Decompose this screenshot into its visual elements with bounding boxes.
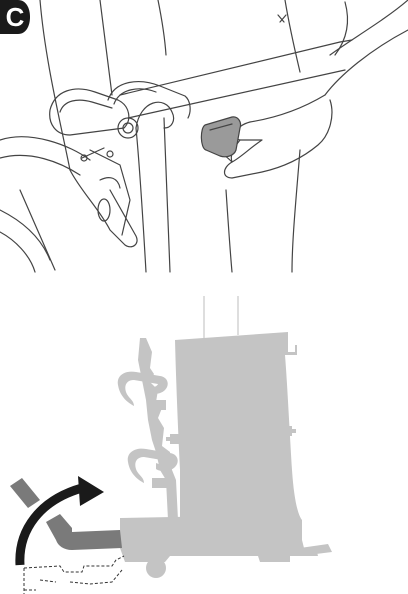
push-handles: [204, 296, 238, 340]
caster-wheel: [146, 558, 166, 578]
top-illustration: [0, 0, 408, 272]
backrest-silhouette: [175, 332, 302, 540]
vertical-tube: [136, 128, 146, 272]
pedal-previous-position: [24, 556, 124, 594]
pedal-lever: [10, 478, 40, 508]
folding-mechanism: [70, 170, 137, 247]
hand: [225, 95, 332, 178]
bottom-illustration: [10, 296, 332, 594]
step-badge: C: [0, 0, 30, 34]
leg-outline: [40, 0, 70, 170]
frame-tube: [120, 42, 340, 95]
arm-sleeve: [325, 30, 408, 95]
knob-right: [284, 426, 292, 436]
lever-handle: [201, 117, 240, 157]
step-label: C: [0, 0, 30, 34]
foot-pedal-active: [46, 514, 122, 550]
armrest-pole: [138, 338, 178, 520]
knob-left: [170, 434, 180, 444]
